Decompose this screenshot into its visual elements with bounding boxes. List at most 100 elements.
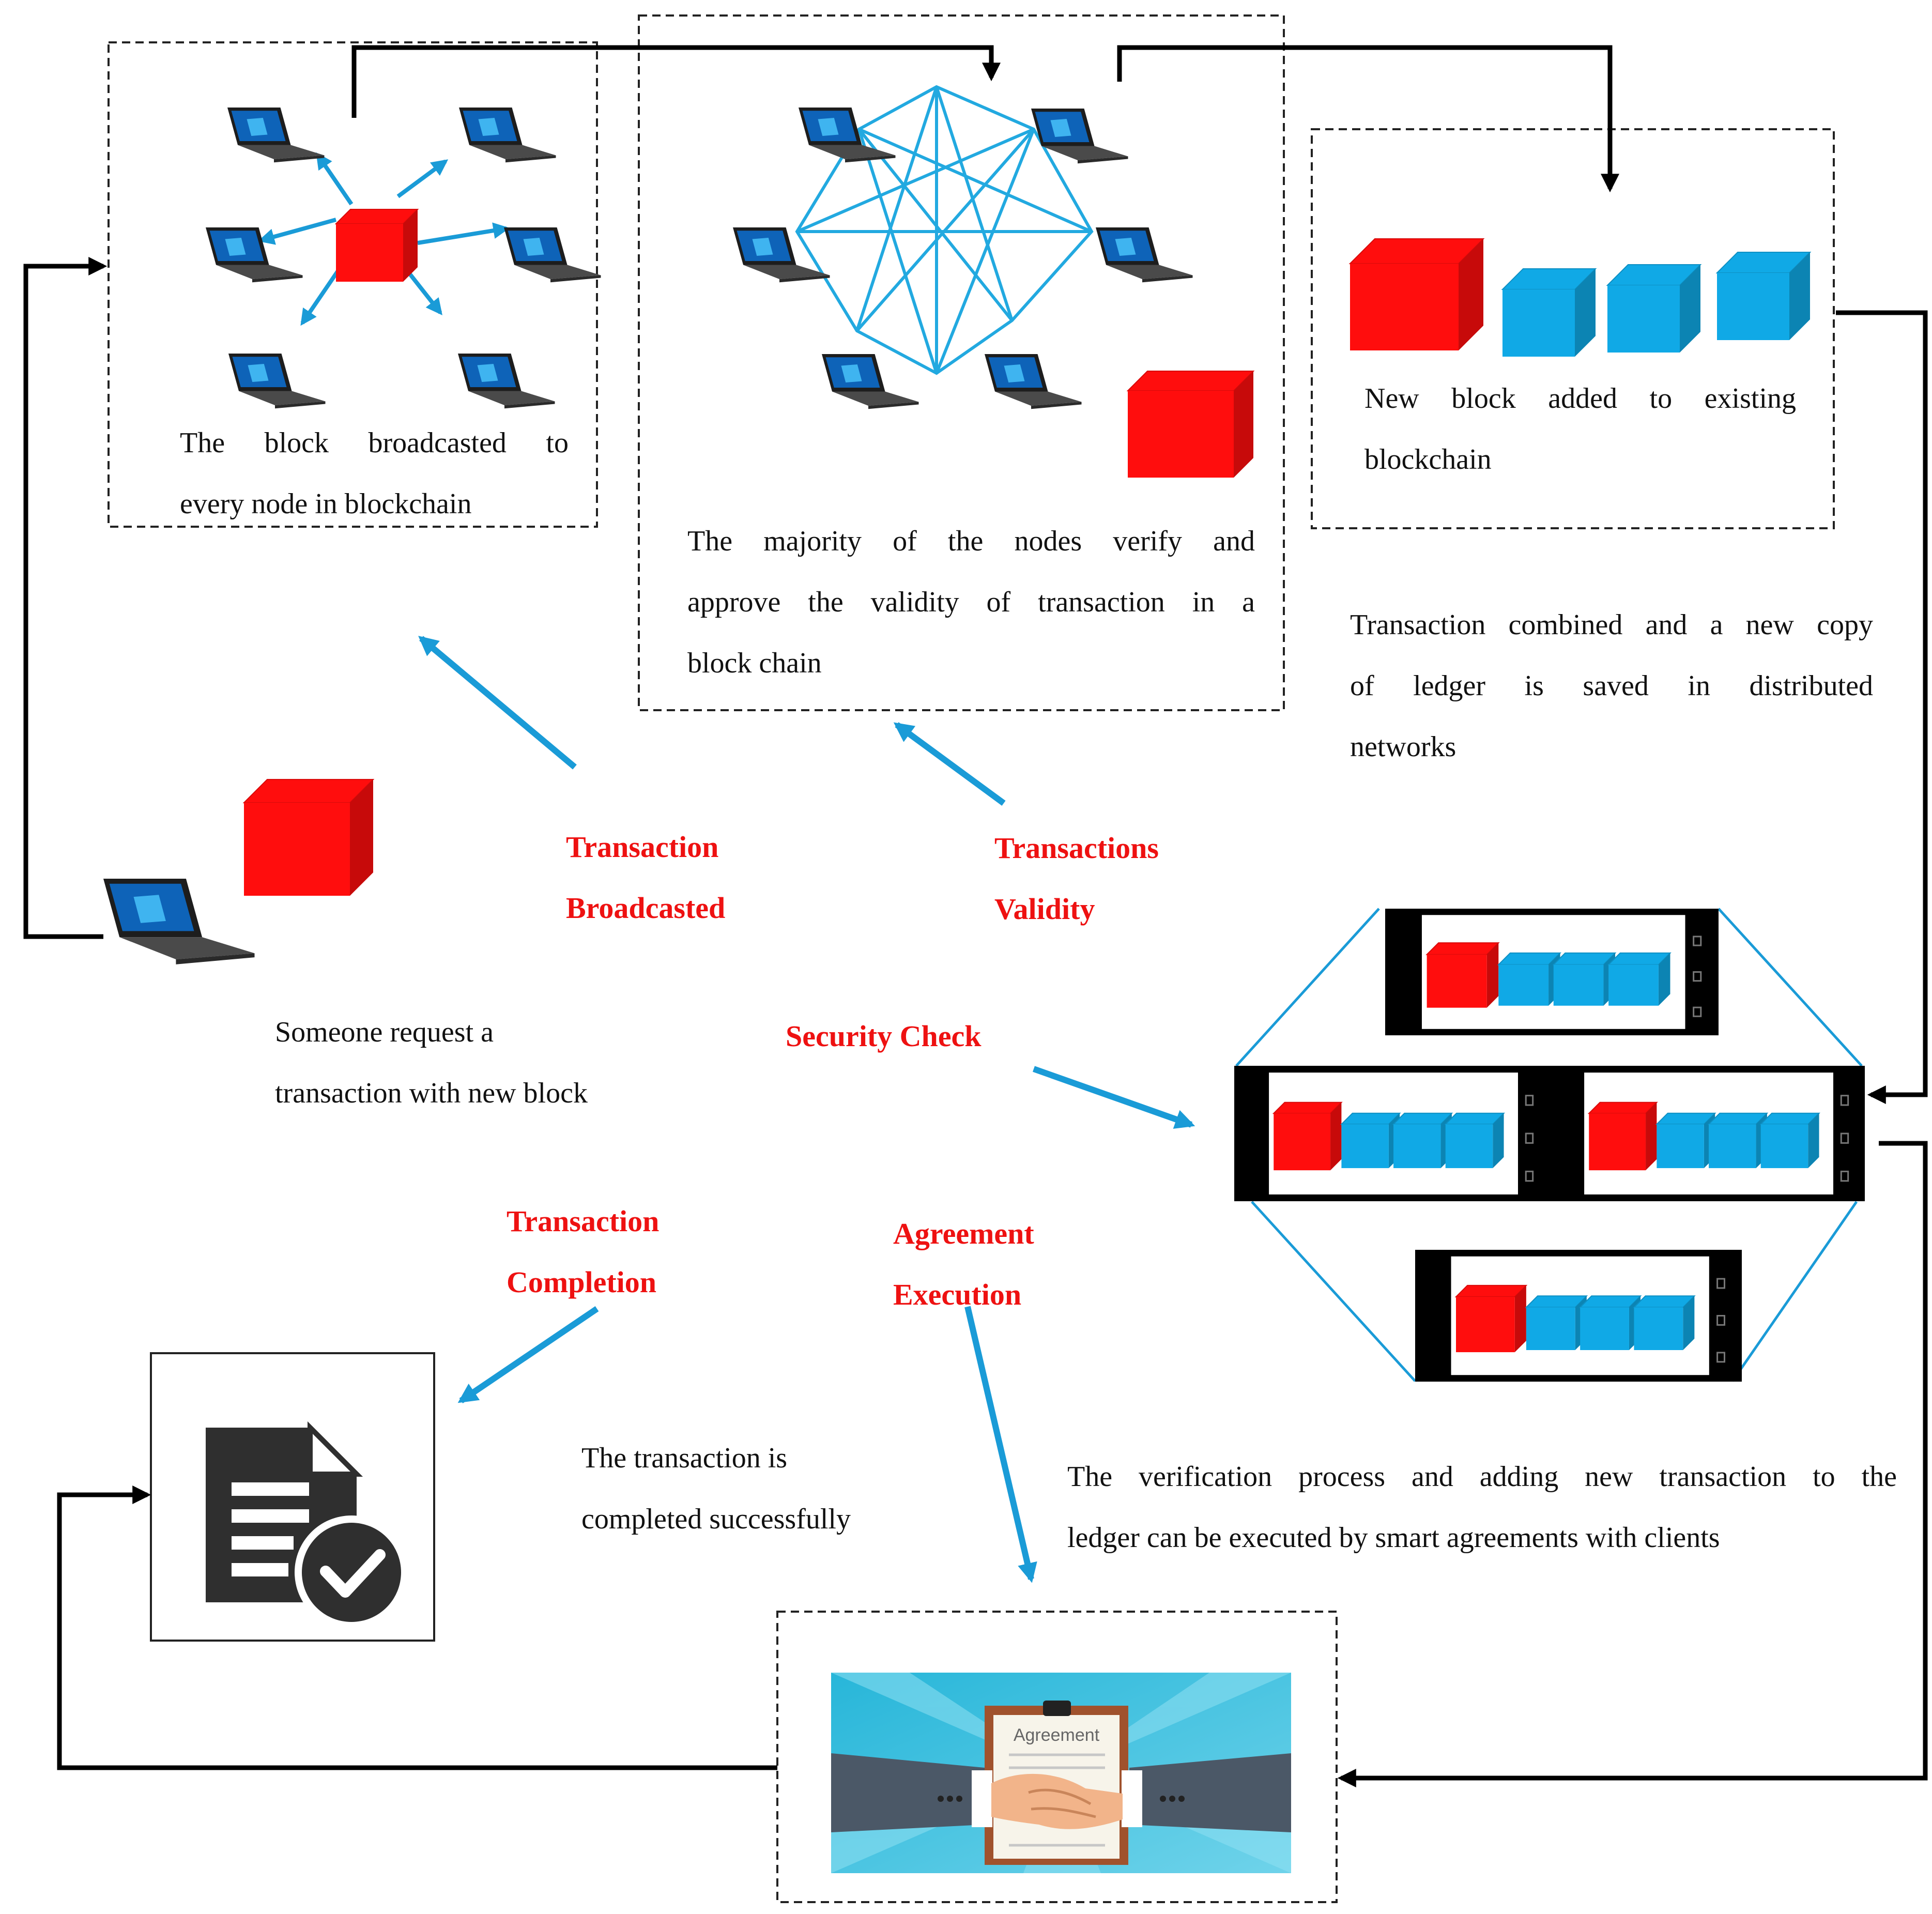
panel-added (1311, 128, 1835, 529)
laptop-icon-broadcast-1 (227, 108, 325, 163)
laptop-icon-broadcast-5 (228, 354, 326, 409)
panel-broadcast (108, 41, 598, 528)
laptop-icon-broadcast-2 (459, 108, 556, 163)
arrow-broadcasted (418, 636, 577, 770)
smartphone-icon-left-blue-block-1 (1340, 1112, 1401, 1168)
caption-validation-line-3: block chain (687, 647, 822, 679)
caption-broadcast-line-2: every node in blockchain (180, 488, 472, 520)
caption-completion-line-1: The transaction is (581, 1442, 788, 1474)
block-cube-icon-chain-2 (1606, 264, 1702, 353)
flow-request-to-broadcast (23, 257, 108, 939)
caption-validation-line-2: approve the validity of transaction in a (687, 586, 1255, 618)
broadcast-spokes (257, 152, 510, 326)
document-check-icon (206, 1421, 408, 1629)
smartphone-icon-bottom-blue-block-3 (1633, 1295, 1696, 1350)
label-transactions-validity: Transactions Validity (994, 818, 1159, 940)
label-transaction-broadcasted: Transaction Broadcasted (566, 817, 725, 939)
caption-validation: The majority of the nodes verify and app… (687, 511, 1255, 694)
caption-ledger-line-3: networks (1350, 731, 1456, 763)
label-transactions-validity-line-2: Validity (994, 892, 1095, 926)
flow-connectors (23, 45, 1928, 1787)
smartphone-icon-top (1385, 909, 1719, 1035)
panel-validation (638, 14, 1285, 711)
block-cube-icon-chain-3 (1715, 252, 1812, 340)
arrow-security (1032, 1066, 1195, 1129)
smartphone-icon-right-red-block (1587, 1101, 1658, 1171)
smartphone-icon-top-red-block (1425, 942, 1500, 1008)
arrow-validity (893, 722, 1006, 806)
caption-ledger-line-1: Transaction combined and a new copy (1350, 609, 1873, 641)
caption-broadcast-line-1: The block broadcasted to (180, 427, 569, 459)
label-transaction-broadcasted-line-1: Transaction (566, 830, 719, 864)
flow-added-to-devices (1836, 310, 1928, 1104)
laptop-icon-broadcast-6 (458, 354, 555, 409)
block-cube-icon-new-block (1348, 238, 1485, 350)
smartphone-icon-bottom (1415, 1250, 1742, 1382)
label-transactions-validity-line-1: Transactions (994, 831, 1159, 865)
caption-ledger-line-2: of ledger is saved in distributed (1350, 670, 1873, 702)
label-agreement-execution-line-1: Agreement (893, 1217, 1034, 1250)
arrow-completion (457, 1306, 599, 1403)
block-cube-icon-chain-1 (1501, 268, 1597, 357)
block-cube-icon-broadcast (334, 209, 419, 282)
smartphone-icon-right-blue-block-1 (1655, 1112, 1716, 1168)
caption-completion: The transaction is completed successfull… (581, 1428, 923, 1550)
label-security-check: Security Check (786, 1006, 982, 1067)
block-cube-icon-validation (1126, 371, 1255, 478)
distributed-ledger-devices (1234, 908, 1865, 1382)
flow-validation-to-added (1117, 45, 1619, 193)
smartphone-icon-right-blue-block-3 (1759, 1112, 1820, 1168)
smartphone-icon-bottom-blue-block-2 (1578, 1295, 1642, 1350)
label-transaction-broadcasted-line-2: Broadcasted (566, 891, 726, 925)
caption-smart-agreement: The verification process and adding new … (1067, 1446, 1897, 1568)
label-security-check-line-1: Security Check (786, 1019, 982, 1053)
laptop-icon-requester (103, 879, 255, 964)
caption-added-line-1: New block added to existing (1364, 382, 1796, 415)
caption-smart-agreement-line-1: The verification process and adding new … (1067, 1461, 1897, 1493)
label-transaction-completion-line-2: Completion (507, 1265, 656, 1299)
agreement-handshake-image: Agreement (831, 1673, 1291, 1873)
caption-added: New block added to existing blockchain (1364, 368, 1796, 490)
validation-mesh (795, 85, 1094, 375)
caption-broadcast: The block broadcasted to every node in b… (180, 412, 569, 534)
caption-added-line-2: blockchain (1364, 443, 1492, 476)
caption-completion-line-2: completed successfully (581, 1503, 851, 1535)
caption-request: Someone request a transaction with new b… (275, 1002, 699, 1124)
laptop-icon-validation-1 (799, 108, 896, 163)
laptop-icon-validation-6 (985, 354, 1082, 409)
block-cubes (242, 209, 1812, 896)
node-laptops (103, 108, 1193, 964)
flow-devices-to-agreement (1337, 1141, 1928, 1787)
panel-agreement (776, 1611, 1338, 1903)
caption-smart-agreement-line-2: ledger can be executed by smart agreemen… (1067, 1522, 1720, 1554)
phase-arrows (418, 636, 1195, 1583)
laptop-icon-validation-5 (822, 354, 919, 409)
smartphone-icon-right (1550, 1066, 1865, 1201)
smartphone-icon-left-red-block (1272, 1101, 1343, 1171)
flow-agreement-to-completion (57, 1486, 777, 1770)
smartphone-icon-bottom-blue-block-1 (1525, 1295, 1588, 1350)
smartphone-icon-top-blue-block-3 (1607, 952, 1672, 1006)
smartphone-icon-bottom-red-block (1454, 1284, 1528, 1353)
laptop-icon-validation-4 (1096, 227, 1193, 283)
label-transaction-completion: Transaction Completion (507, 1191, 659, 1313)
smartphone-icon-right-blue-block-2 (1707, 1112, 1769, 1168)
caption-request-line-1: Someone request a (275, 1016, 494, 1048)
device-connector-lines (1235, 908, 1863, 1382)
agreement-document-title: Agreement (1014, 1725, 1100, 1745)
caption-ledger: Transaction combined and a new copy of l… (1350, 594, 1873, 777)
label-transaction-completion-line-1: Transaction (507, 1204, 660, 1238)
laptop-icon-broadcast-4 (504, 227, 601, 283)
laptop-icon-validation-3 (733, 227, 830, 283)
smartphone-icon-left-blue-block-3 (1444, 1112, 1505, 1168)
label-agreement-execution: Agreement Execution (893, 1203, 1034, 1325)
caption-validation-line-1: The majority of the nodes verify and (687, 525, 1255, 557)
flow-broadcast-to-validation (351, 45, 1001, 118)
smartphone-icon-left-blue-block-2 (1392, 1112, 1453, 1168)
smartphone-icon-top-blue-block-1 (1497, 952, 1562, 1006)
block-cube-icon-request (242, 779, 375, 896)
arrow-agreement (964, 1306, 1037, 1583)
laptop-icon-broadcast-3 (206, 227, 303, 283)
